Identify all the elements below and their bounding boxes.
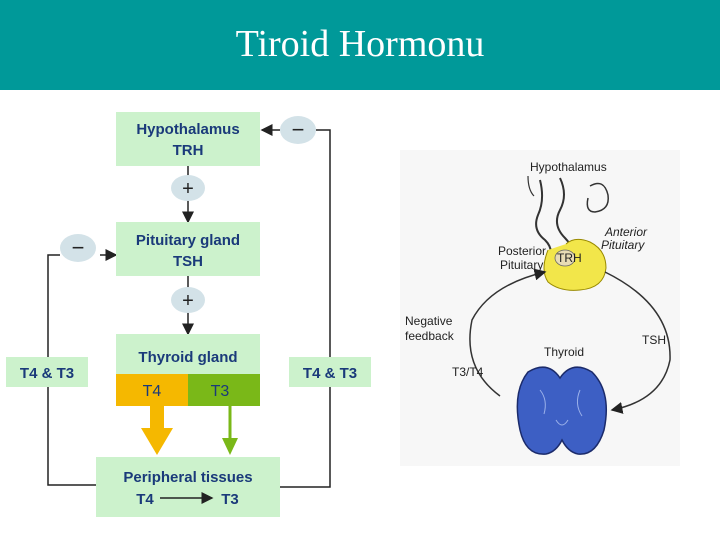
plus-sign-1: + (182, 178, 194, 200)
anatomy-feedback-label: Negative feedback (405, 314, 456, 343)
anatomy-posterior-label: Posterior Pituitary (498, 244, 549, 272)
stimulation-oval-1 (171, 175, 205, 201)
hypothalamus-label: Hypothalamus (136, 121, 239, 138)
right-feedback-line (280, 129, 331, 488)
minus-sign-left: − (72, 235, 85, 260)
trh-label: TRH (173, 142, 204, 159)
posterior-line-2: Pituitary (500, 258, 543, 272)
tsh-label: TSH (173, 253, 203, 270)
left-hormone-label: T4 & T3 (20, 365, 74, 382)
posterior-line-1: Posterior (498, 244, 546, 258)
thyroid-box (116, 334, 260, 374)
anatomy-trh-label: TRH (557, 251, 582, 265)
right-hormone-box (289, 357, 371, 387)
peripheral-t4-label: T4 (136, 491, 154, 508)
anatomy-anterior-label: Anterior Pituitary (601, 225, 650, 252)
feedback-line-2: feedback (405, 329, 455, 343)
plus-sign-2: + (182, 290, 194, 312)
t3-box (188, 374, 260, 406)
peripheral-box (96, 457, 280, 517)
thyroid-texture (539, 389, 583, 426)
anterior-line-1: Anterior (604, 225, 648, 239)
feedback-line-1: Negative (405, 314, 453, 328)
anatomy-thyroid-label: Thyroid (544, 345, 584, 359)
t3-label: T3 (211, 383, 230, 400)
anatomy-hypothalamus-label: Hypothalamus (530, 160, 607, 174)
hypothalamus-stalk-left (527, 175, 535, 197)
minus-sign-top: − (292, 117, 305, 142)
inhibition-oval-left (60, 234, 96, 262)
feedback-arrow (469, 268, 547, 397)
slide-title: Tiroid Hormonu (235, 23, 485, 65)
pituitary-box (116, 222, 260, 276)
anterior-line-2: Pituitary (601, 238, 645, 252)
thyroid-illustration (516, 366, 607, 455)
anatomy-t3t4-label: T3/T4 (452, 365, 484, 379)
t4-box (116, 374, 188, 406)
peripheral-label: Peripheral tissues (123, 469, 252, 486)
pituitary-label: Pituitary gland (136, 232, 240, 249)
hypothalamus-box (116, 112, 260, 166)
peripheral-t3-label: T3 (221, 491, 239, 508)
t4-label: T4 (143, 383, 162, 400)
right-hormone-label: T4 & T3 (303, 365, 357, 382)
hypothalamus-loop (586, 182, 609, 213)
left-hormone-box (6, 357, 88, 387)
inhibition-oval-top (280, 116, 316, 144)
thyroid-label: Thyroid gland (138, 349, 237, 366)
t4-output-arrow (141, 406, 173, 455)
posterior-pituitary-shape (554, 249, 576, 267)
tsh-arrow (604, 271, 671, 414)
t3-output-arrowhead (222, 438, 238, 455)
anatomy-tsh-label: TSH (642, 333, 666, 347)
title-bar: Tiroid Hormonu (0, 0, 720, 90)
stimulation-oval-2 (171, 287, 205, 313)
